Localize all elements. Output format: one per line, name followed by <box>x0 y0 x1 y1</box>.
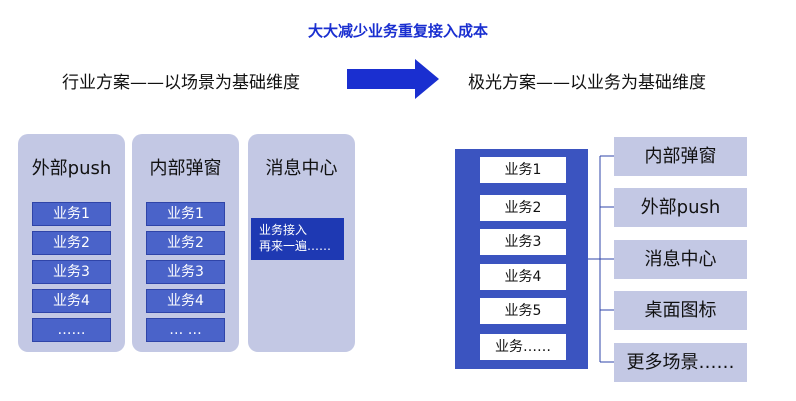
business-cell: 业务1 <box>32 202 111 226</box>
scenario-panel-external-push: 外部push 业务1 业务2 业务3 业务4 …… <box>18 134 125 352</box>
scenario-panel-internal-popup: 内部弹窗 业务1 业务2 业务3 业务4 … … <box>132 134 239 352</box>
business-cell: 业务2 <box>146 231 225 255</box>
target-message-center: 消息中心 <box>614 240 747 279</box>
panel-title: 消息中心 <box>265 158 338 179</box>
reintegration-note: 业务接入 再来一遍…… <box>251 218 344 260</box>
target-internal-popup: 内部弹窗 <box>614 137 747 176</box>
hub-business-item: 业务…… <box>480 334 566 360</box>
target-more-scenarios: 更多场景…… <box>614 343 747 382</box>
page-title: 大大减少业务重复接入成本 <box>307 22 488 40</box>
business-cell-more: …… <box>32 318 111 342</box>
business-cell-more: … … <box>146 318 225 342</box>
target-desktop-icon: 桌面图标 <box>614 291 747 330</box>
jiguang-approach-heading: 极光方案——以业务为基础维度 <box>468 73 706 93</box>
hub-business-item: 业务3 <box>480 229 566 255</box>
scenario-panel-message-center: 消息中心 业务接入 再来一遍…… <box>248 134 355 352</box>
hub-business-item: 业务2 <box>480 195 566 221</box>
business-cell: 业务4 <box>146 289 225 313</box>
business-cell: 业务1 <box>146 202 225 226</box>
target-external-push: 外部push <box>614 188 747 227</box>
business-cell: 业务2 <box>32 231 111 255</box>
industry-approach-heading: 行业方案——以场景为基础维度 <box>62 73 300 93</box>
note-line: 业务接入 <box>259 223 308 237</box>
business-hub: 业务1 业务2 业务3 业务4 业务5 业务…… <box>455 149 588 369</box>
business-cell: 业务3 <box>146 260 225 284</box>
hub-business-item: 业务1 <box>480 157 566 183</box>
panel-title: 内部弹窗 <box>149 158 222 179</box>
panel-title: 外部push <box>31 158 112 179</box>
business-cell: 业务4 <box>32 289 111 313</box>
hub-business-item: 业务4 <box>480 264 566 290</box>
hub-business-item: 业务5 <box>480 298 566 324</box>
business-cell: 业务3 <box>32 260 111 284</box>
note-line: 再来一遍…… <box>259 239 332 253</box>
right-arrow-icon <box>347 59 439 99</box>
